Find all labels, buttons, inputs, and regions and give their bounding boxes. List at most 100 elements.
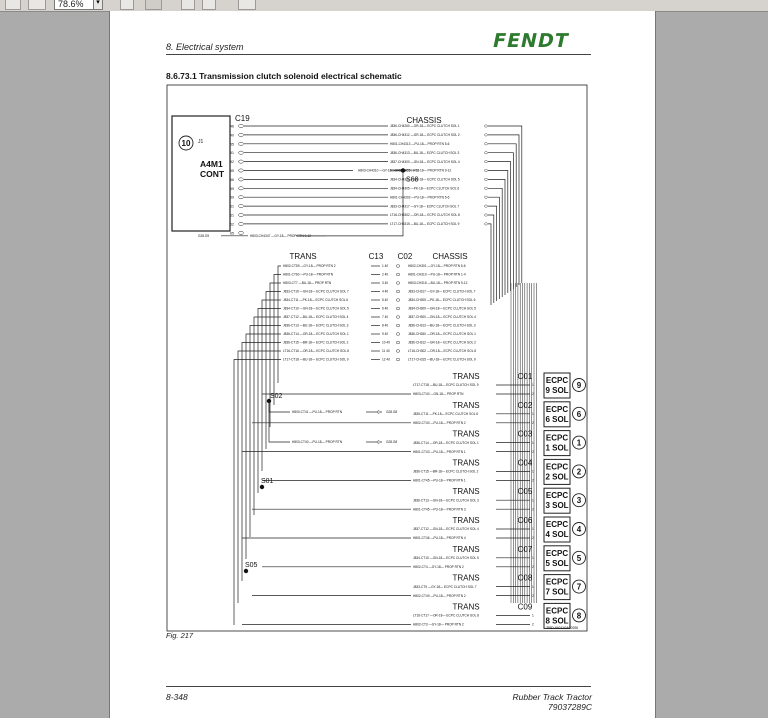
solenoid-connector-label: C03 xyxy=(518,430,533,439)
solenoid-signal-wire-label: J836-CT15 —BR-18— ECPC CLUTCH SOL 2 xyxy=(413,470,479,474)
c19-bottom-code: G28.G9 xyxy=(198,234,209,238)
solenoid-callout-number: 6 xyxy=(577,410,582,419)
s02-branch-line xyxy=(268,401,290,443)
c13-pin-number: 1 40 xyxy=(382,264,388,268)
zoom-level-field[interactable]: 78.6% xyxy=(54,0,94,10)
chassis-top-terminal xyxy=(484,195,488,199)
c19-pin-socket xyxy=(238,204,244,208)
chassis-top-terminal xyxy=(484,222,488,226)
solenoid-trans-label: TRANS xyxy=(452,516,479,525)
fit-width-button[interactable] xyxy=(145,0,162,10)
c19-pin-number: 55 xyxy=(230,169,234,173)
trans-left-bus-line xyxy=(261,299,281,471)
c13-pin-number: 4 40 xyxy=(382,290,388,294)
solenoid-box xyxy=(543,487,571,514)
trans-right-wire-label: H802-CH301 —GY-18— PROP RTN 5-6 xyxy=(408,264,466,268)
s02-branch-code: G28.G8 xyxy=(386,440,397,444)
solenoid-callout-circle xyxy=(572,378,586,392)
solenoid-callout-number: 5 xyxy=(577,554,582,563)
solenoid-name: ECPC xyxy=(546,520,568,529)
zoom-dropdown-arrow[interactable]: ▾ xyxy=(93,0,103,10)
zoom-in-button[interactable] xyxy=(28,0,46,10)
solenoid-pin-2: 2 xyxy=(532,507,534,511)
solenoid-callout-circle xyxy=(572,406,586,421)
solenoid-pin-2: 2 xyxy=(532,623,534,627)
solenoid-pin-2: 2 xyxy=(532,594,534,598)
solenoid-pin-1: 1 xyxy=(532,556,534,560)
solenoid-trans-label: TRANS xyxy=(452,574,479,583)
c13-socket xyxy=(395,306,401,311)
section-title: 8.6.73.1 Transmission clutch solenoid el… xyxy=(166,71,402,81)
s01-label: S01 xyxy=(261,478,274,485)
solenoid-connector-label: C04 xyxy=(518,458,533,467)
a4m1-name: A4M1 xyxy=(200,159,223,169)
trans-left-wire-label: J834-CT11 —PK-18— ECPC CLUTCH SOL 6 xyxy=(283,298,348,302)
c13-pin-number: 11 40 xyxy=(382,349,390,353)
fit-page-button[interactable] xyxy=(120,0,134,10)
solenoid-connector-label: C07 xyxy=(518,545,533,554)
chassis-top-bus-line xyxy=(488,214,495,303)
solenoid-pin-1: 1 xyxy=(532,614,534,618)
solenoid-box xyxy=(543,516,571,543)
zoom-out-button[interactable] xyxy=(5,0,21,10)
page-number: 8-348 xyxy=(166,692,188,702)
a4m1-callout-circle xyxy=(178,135,194,151)
solenoid-connector-label: C01 xyxy=(518,372,533,381)
trans-left-bus-line xyxy=(257,308,281,493)
solenoid-trans-label: TRANS xyxy=(452,602,479,611)
c13-socket xyxy=(395,281,401,285)
trans-right-wire-label: J837-CH300 —GN-18— ECPC CLUTCH SOL 4 xyxy=(408,315,476,319)
select-tool-button[interactable] xyxy=(238,0,256,10)
chassis-top-bus-line xyxy=(488,205,497,301)
trans-right-wire-label: J836-CH312 —GR-18— ECPC CLUTCH SOL 2 xyxy=(408,341,476,345)
solenoid-pin-1: 1 xyxy=(532,527,534,531)
c19-pin-socket xyxy=(238,195,244,200)
c19-pin-number: 61 xyxy=(230,205,234,209)
c19-pin-number: 40 xyxy=(230,133,234,137)
s05-splice-dot xyxy=(243,568,249,574)
c13-pin-number: 9 40 xyxy=(382,332,388,336)
solenoid-return-wire-label: H802-CT49 —PU-18— PROP RTN 2 xyxy=(413,594,466,598)
prev-view-button[interactable] xyxy=(181,0,195,10)
trans-left-bus-line xyxy=(249,325,281,537)
solenoid-box xyxy=(543,430,571,457)
solenoid-pin-1: 1 xyxy=(532,585,534,589)
s02-branch-arrow xyxy=(377,440,383,444)
fendt-logo: FENDT xyxy=(490,30,571,52)
solenoid-callout-number: 8 xyxy=(577,611,582,620)
solenoid-name: ECPC xyxy=(546,462,568,471)
chassis-top-bus-line xyxy=(488,179,506,295)
s02-branch-wire-label: H800-CT41 —PU-18— PROP RTN xyxy=(292,410,343,414)
trans-right-wire-label: J834-CH309 —GN-18— ECPC CLUTCH SOL 5 xyxy=(408,307,476,311)
c19-pin-socket xyxy=(238,230,244,235)
c19-pin-number: 59 xyxy=(230,187,234,191)
next-view-button[interactable] xyxy=(202,0,216,10)
chassis-top-wire-label: H801-CH4313 —PU-18— PROP RTN 5-6 xyxy=(390,142,450,146)
solenoid-pin-1: 1 xyxy=(532,498,534,502)
c19-pin-number: 52 xyxy=(230,160,234,164)
c13-socket xyxy=(395,315,401,319)
solenoid-return-wire-label: H801-CT45 —PU-18— PROP RTN 1 xyxy=(413,479,466,483)
c19-pin-number: 46 xyxy=(230,125,234,129)
c02-label: C02 xyxy=(398,252,413,261)
s01-splice-dot xyxy=(259,484,265,490)
solenoid-trans-label: TRANS xyxy=(452,430,479,439)
solenoid-callout-circle xyxy=(572,493,586,508)
trans-left-wire-label: H803-CT7 —BU-18— PROP RTN xyxy=(283,281,332,285)
c13-pin-number: 2 40 xyxy=(382,273,388,277)
trans-left-wire-label: J834-CT10 —GN-18— ECPC CLUTCH SOL 5 xyxy=(283,307,349,311)
c19-pin-socket xyxy=(238,124,244,128)
trans-right-wire-label: LT16-CH302 —OR-18— ECPC CLUTCH SOL 8 xyxy=(408,349,476,353)
trans-right-wire-label: J836-CH260 —OR-18— ECPC CLUTCH SOL 1 xyxy=(408,332,476,336)
solenoid-return-wire-label: H801-CT46 —PU-18— PROP RTN 4 xyxy=(413,536,466,540)
chassis-top-terminal xyxy=(484,151,488,155)
solenoid-return-wire-label: H801-CT43 —PU-18— PROP RTN 1 xyxy=(413,450,466,454)
s05-label: S05 xyxy=(245,562,258,569)
solenoid-trans-label: TRANS xyxy=(452,545,479,554)
a4m1-controller-box xyxy=(171,115,231,232)
solenoid-box xyxy=(543,401,571,428)
solenoid-signal-wire-label: J835-CT11 —PK-18— ECPC CLUTCH SOL 6 xyxy=(413,412,478,416)
s68-wire-label: H803-CH4310 —GY-18— PROP RTN 9-12 xyxy=(358,169,419,173)
solenoid-box xyxy=(543,458,571,485)
electrical-schematic: 10A4M1CONTJ1C194640555152555659596161626… xyxy=(166,84,588,632)
